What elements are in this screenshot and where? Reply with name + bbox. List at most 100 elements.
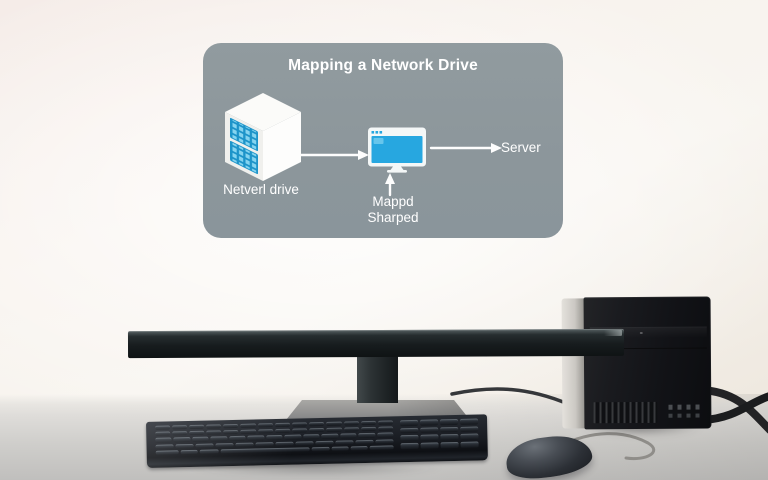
keyboard-key	[343, 427, 360, 432]
keyboard-key	[355, 439, 374, 445]
keyboard-key	[460, 433, 479, 441]
keyboard-key	[191, 436, 209, 442]
keyboard-key	[206, 430, 222, 435]
keyboard-key	[292, 422, 308, 427]
keyboard-key	[440, 434, 459, 441]
keyboard-reflection	[152, 465, 480, 478]
keyboard-key	[440, 442, 460, 449]
keyboard-key	[215, 442, 234, 448]
keyboard-key	[302, 434, 320, 439]
keyboard-key	[315, 440, 334, 445]
keyboard-key	[195, 442, 214, 448]
keyboard-key	[331, 446, 350, 451]
keyboard-key	[420, 442, 439, 449]
keyboard-key	[375, 438, 394, 444]
keyboard-key	[173, 437, 191, 442]
diagram-title: Mapping a Network Drive	[288, 57, 478, 74]
keyboard-keys	[154, 420, 394, 455]
diagram-panel: Mapping a Network Drive	[203, 43, 563, 238]
keyboard-key	[311, 446, 331, 452]
keyboard-key	[460, 441, 480, 448]
keyboard-key	[350, 445, 369, 451]
keyboard-key	[257, 422, 273, 428]
keyboard-key	[155, 450, 180, 455]
keyboard-key	[175, 443, 194, 449]
mapped-drive-label: Mappd Sharped	[345, 194, 441, 226]
keyboard-key	[400, 435, 419, 442]
keyboard-key	[255, 441, 274, 447]
keyboard-key	[199, 449, 219, 454]
keyboard-key	[343, 420, 359, 426]
arrow-right-icon	[299, 150, 369, 160]
keyboard-key	[378, 426, 394, 431]
keyboard-key	[180, 449, 199, 455]
server-rack-icon	[225, 93, 301, 181]
keyboard-key	[377, 432, 394, 438]
monitor-screen-edge-highlight	[603, 329, 622, 337]
keyboard-key	[369, 445, 394, 451]
keyboard-key	[235, 442, 254, 447]
keyboard-key	[240, 423, 256, 428]
keyboard-key	[326, 427, 342, 433]
keyboard-key	[275, 441, 294, 446]
keyboard-key	[228, 435, 246, 441]
network-drive-label: Netverl drive	[223, 182, 299, 197]
pc-tower	[561, 296, 712, 430]
keyboard-numpad	[400, 418, 480, 450]
keyboard-key	[206, 423, 222, 429]
keyboard-key	[309, 421, 325, 427]
keyboard-key	[420, 434, 439, 442]
keyboard-key	[339, 433, 357, 439]
keyboard-key	[275, 428, 291, 434]
keyboard-key	[295, 440, 314, 446]
flow-arrows	[299, 143, 502, 197]
keyboard-key	[223, 429, 239, 435]
keyboard-key	[171, 424, 188, 430]
keyboard-key	[154, 425, 170, 430]
keyboard-key	[326, 421, 342, 426]
keyboard-key	[309, 427, 325, 433]
keyboard-key	[440, 426, 459, 433]
keyboard-key	[360, 426, 377, 432]
keyboard-key	[171, 431, 188, 436]
keyboard-key	[274, 422, 291, 428]
keyboard-key	[460, 418, 479, 425]
keyboard-key	[223, 423, 239, 429]
monitor-stand	[357, 355, 398, 403]
keyboard-row	[154, 420, 394, 430]
tower-front-panel	[583, 296, 712, 430]
keyboard-key	[247, 435, 265, 441]
keyboard-row	[154, 426, 394, 437]
keyboard	[146, 414, 488, 468]
keyboard-key	[265, 435, 283, 440]
keyboard-row	[155, 438, 394, 449]
keyboard-key	[154, 431, 171, 437]
keyboard-key	[400, 419, 419, 426]
keyboard-key	[257, 429, 274, 434]
server-label: Server	[501, 140, 541, 155]
keyboard-key	[377, 420, 394, 425]
keyboard-key	[284, 434, 302, 440]
keyboard-key	[220, 447, 310, 454]
monitor-window-icon	[368, 127, 426, 173]
keyboard-key	[400, 443, 419, 450]
monitor-screen	[127, 328, 625, 359]
keyboard-key	[400, 427, 419, 434]
keyboard-row	[155, 445, 394, 455]
keyboard-row	[154, 432, 394, 443]
keyboard-key	[240, 429, 256, 435]
keyboard-key	[358, 433, 376, 438]
mapped-drive-label-line1: Mappd	[372, 194, 414, 209]
keyboard-key	[460, 425, 479, 433]
keyboard-key	[420, 426, 439, 434]
keyboard-key	[321, 433, 339, 439]
arrow-right-icon	[429, 143, 502, 153]
keyboard-key	[335, 439, 354, 445]
keyboard-key	[155, 443, 174, 449]
tower-vents	[593, 401, 658, 424]
keyboard-key	[189, 430, 205, 436]
keyboard-key	[440, 418, 459, 425]
keyboard-key	[154, 437, 172, 443]
arrow-up-icon	[385, 173, 395, 197]
